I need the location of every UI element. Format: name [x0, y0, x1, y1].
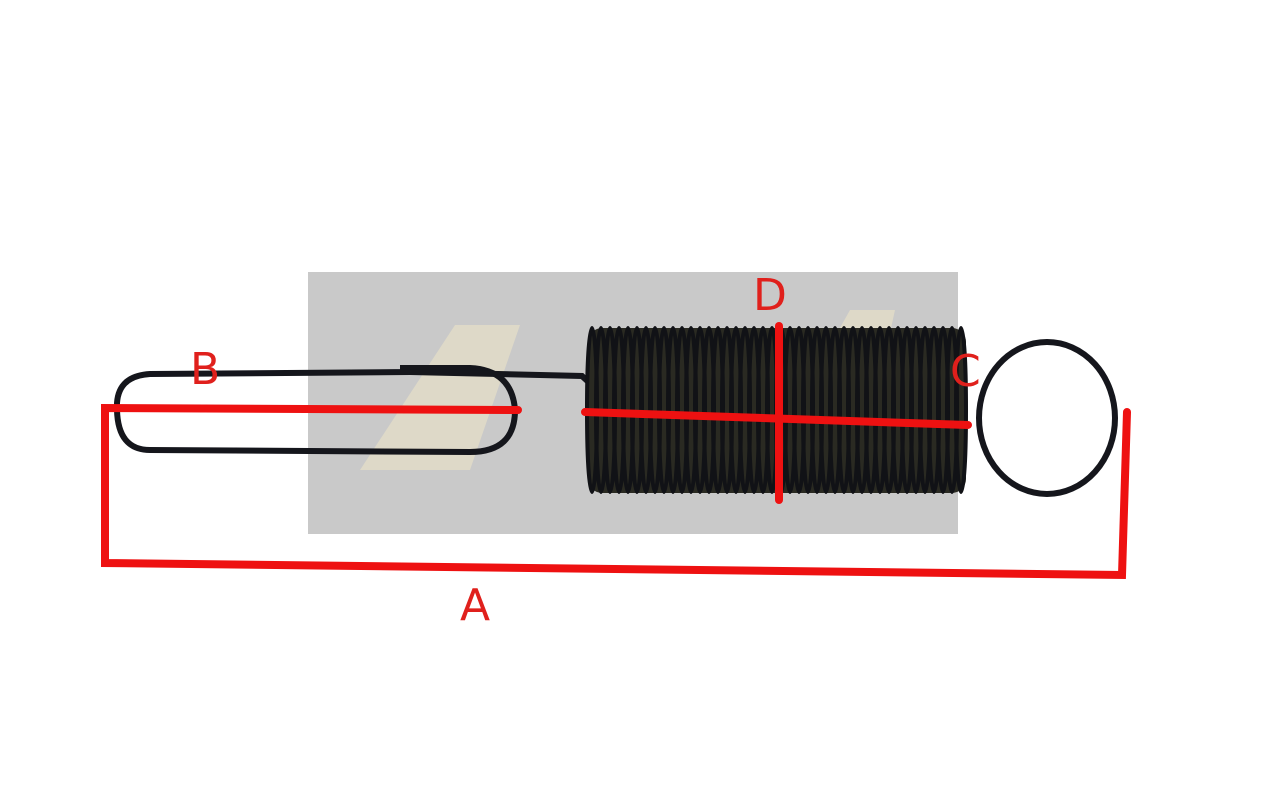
dimension-a-line — [101, 403, 1131, 580]
label-b: B — [190, 344, 220, 395]
label-c: C — [950, 346, 981, 397]
spring-end-ring — [976, 339, 1118, 497]
coil-turn — [954, 326, 968, 494]
label-d: D — [753, 270, 787, 321]
dimension-lines — [101, 322, 1131, 580]
label-a: A — [460, 580, 490, 631]
